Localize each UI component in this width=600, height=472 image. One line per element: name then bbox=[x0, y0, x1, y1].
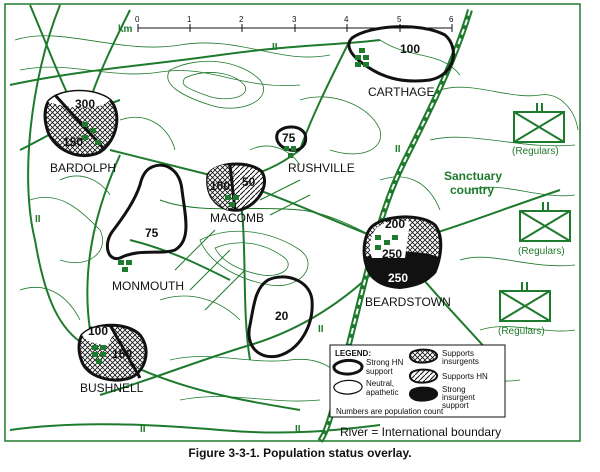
macomb-label: MACOMB bbox=[210, 211, 264, 225]
legend-swatch-strong-insurgent bbox=[408, 386, 438, 402]
legend-swatch-strong-hn bbox=[332, 358, 364, 376]
bardolph-pop-a: 300 bbox=[75, 97, 95, 111]
scale-tick-6: 6 bbox=[449, 15, 454, 24]
legend-supports-hn: Supports HN bbox=[442, 372, 488, 381]
scale-tick-2: 2 bbox=[239, 15, 244, 24]
town-rushville: 75 RUSHVILLE bbox=[275, 125, 355, 175]
bushnell-pop-a: 100 bbox=[88, 324, 108, 338]
legend-supports-insurgents-1: Supports bbox=[442, 349, 474, 358]
south-area-pop: 20 bbox=[275, 309, 289, 323]
macomb-pop-b: 50 bbox=[242, 175, 256, 189]
figure-caption: Figure 3-3-1. Population status overlay. bbox=[188, 446, 412, 460]
sanctuary-line2: country bbox=[450, 183, 494, 197]
scale-unit: km bbox=[118, 24, 133, 35]
boundary-mark-4: II bbox=[318, 324, 324, 335]
legend-swatch-neutral bbox=[333, 379, 363, 395]
scale-tick-0: 0 bbox=[135, 15, 140, 24]
town-south-area: 20 bbox=[247, 275, 314, 359]
legend-swatch-supports-insurgents bbox=[408, 348, 438, 364]
rushville-label: RUSHVILLE bbox=[288, 161, 355, 175]
legend-title: LEGEND: bbox=[335, 349, 371, 358]
rushville-pop: 75 bbox=[282, 131, 296, 145]
legend-neutral-2: apathetic bbox=[366, 388, 398, 397]
town-carthage: 100 CARTHAGE bbox=[347, 25, 455, 99]
macomb-pop-a: 100 bbox=[210, 179, 230, 193]
scale-tick-5: 5 bbox=[397, 15, 402, 24]
beardstown-label: BEARDSTOWN bbox=[365, 295, 451, 309]
legend-note: Numbers are population count bbox=[336, 407, 444, 416]
boundary-mark-3: II bbox=[35, 214, 41, 225]
regulars-label-1: (Regulars) bbox=[512, 146, 559, 157]
legend-swatch-supports-hn bbox=[408, 368, 438, 384]
bushnell-label: BUSHNELL bbox=[80, 381, 144, 395]
scale-tick-1: 1 bbox=[187, 15, 192, 24]
bardolph-pop-b: 150 bbox=[63, 135, 83, 149]
regulars-label-3: (Regulars) bbox=[498, 326, 545, 337]
legend-neutral-1: Neutral, bbox=[366, 379, 394, 388]
regulars-unit-3: (Regulars) bbox=[498, 282, 551, 337]
town-bardolph: 300 150 BARDOLPH bbox=[43, 89, 119, 175]
monmouth-area-pop: 75 bbox=[145, 226, 159, 240]
town-bushnell: 100 150 BUSHNELL bbox=[77, 323, 148, 395]
boundary-mark-2: II bbox=[395, 144, 401, 155]
secondary-roads bbox=[159, 179, 381, 311]
river-note: River = International boundary bbox=[340, 425, 501, 439]
legend: LEGEND: Strong HN support Neutral, apath… bbox=[329, 344, 506, 418]
regulars-unit-1: (Regulars) bbox=[512, 103, 565, 157]
town-monmouth-area: 75 MONMOUTH bbox=[105, 163, 188, 293]
carthage-pop: 100 bbox=[400, 42, 420, 56]
legend-strong-hn-2: support bbox=[366, 367, 393, 376]
legend-strong-insurgent-3: support bbox=[442, 401, 469, 410]
legend-supports-insurgents-2: insurgents bbox=[442, 357, 479, 366]
legend-strong-insurgent-2: insurgent bbox=[442, 393, 476, 402]
town-beardstown: 200 250 250 BEARDSTOWN bbox=[362, 215, 451, 309]
boundary-mark-1: II bbox=[272, 42, 278, 53]
boundary-mark-6: II bbox=[295, 424, 301, 435]
regulars-unit-2: (Regulars) bbox=[518, 202, 571, 257]
beardstown-pop-c: 250 bbox=[388, 271, 408, 285]
regulars-label-2: (Regulars) bbox=[518, 246, 565, 257]
beardstown-pop-a: 200 bbox=[385, 217, 405, 231]
beardstown-pop-b: 250 bbox=[382, 247, 402, 261]
legend-strong-insurgent-1: Strong bbox=[442, 385, 466, 394]
bardolph-label: BARDOLPH bbox=[50, 161, 116, 175]
monmouth-label: MONMOUTH bbox=[112, 279, 184, 293]
carthage-label: CARTHAGE bbox=[368, 85, 434, 99]
legend-strong-hn-1: Strong HN bbox=[366, 358, 404, 367]
sanctuary-label: Sanctuary country bbox=[444, 169, 502, 197]
bushnell-pop-b: 150 bbox=[112, 347, 132, 361]
boundary-mark-5: II bbox=[140, 424, 146, 435]
town-macomb: 100 50 MACOMB bbox=[206, 162, 266, 225]
scale-tick-4: 4 bbox=[344, 15, 349, 24]
sanctuary-line1: Sanctuary bbox=[444, 169, 502, 183]
scale-tick-3: 3 bbox=[292, 15, 297, 24]
